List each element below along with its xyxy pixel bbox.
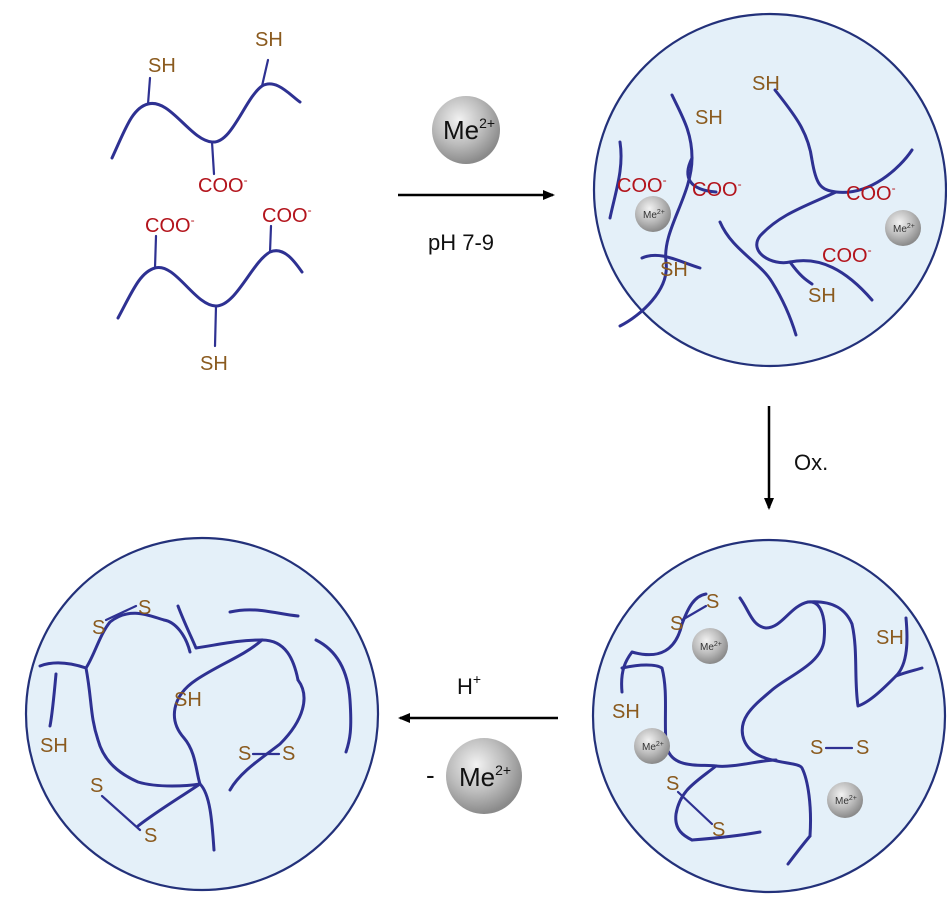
polymer-chain xyxy=(738,596,826,838)
polymer-chain xyxy=(84,611,192,670)
complexation-step: Me2+ pH 7-9 xyxy=(398,96,555,255)
polymer-chain xyxy=(48,672,58,728)
metal-ion-label: Me2+ xyxy=(835,795,857,807)
crosslinked-metal-particle: S S SH SH S S S S Me2+ Me2+ Me2+ xyxy=(591,538,947,894)
polymer-chain-upper xyxy=(110,82,302,160)
disulfide-bond xyxy=(104,604,138,622)
disulfide-bond xyxy=(676,790,714,826)
metal-ion-label: Me2+ xyxy=(700,641,722,653)
disulfide-s: S xyxy=(138,597,151,619)
disulfide-bond xyxy=(100,794,142,832)
polymer-chain xyxy=(136,782,202,828)
thiol-label: SH xyxy=(200,353,228,375)
polymer-chain xyxy=(786,834,812,866)
metal-ion-sphere xyxy=(446,738,522,814)
disulfide-s: S xyxy=(144,825,157,847)
carboxylate-bond xyxy=(268,224,273,254)
metal-ion-label: Me2+ xyxy=(459,762,511,792)
metal-ion-label: Me2+ xyxy=(642,741,664,753)
carboxylate-label: COO- xyxy=(198,173,248,197)
polymer-chain xyxy=(690,830,762,842)
polymer-chain xyxy=(176,604,300,682)
particle-sphere xyxy=(592,12,947,368)
demetalation-step: H+ - Me2+ xyxy=(398,671,558,814)
thiol-label: SH xyxy=(876,627,904,649)
polymer-chain xyxy=(618,93,694,328)
disulfide-s: S xyxy=(666,773,679,795)
ph-condition-label: pH 7-9 xyxy=(428,230,494,255)
proton-label: H+ xyxy=(457,671,481,699)
thiol-label: SH xyxy=(148,55,176,77)
polymer-chain xyxy=(640,253,702,270)
metal-ion-label: Me2+ xyxy=(443,115,495,145)
disulfide-s: S xyxy=(238,743,251,765)
carboxylate-label: COO- xyxy=(145,213,195,237)
metal-ion-sphere xyxy=(885,210,921,246)
disulfide-s: S xyxy=(856,737,869,759)
thiol-bond xyxy=(213,304,218,348)
thiol-label: SH xyxy=(660,259,688,281)
disulfide-s: S xyxy=(282,743,295,765)
polymer-chain xyxy=(773,88,914,194)
metal-ion-label: Me2+ xyxy=(643,209,665,221)
disulfide-s: S xyxy=(90,775,103,797)
disulfide-s: S xyxy=(712,819,725,841)
carboxylate-label: COO- xyxy=(846,181,896,205)
polymer-chain xyxy=(228,678,306,792)
particle-sphere xyxy=(24,536,380,892)
thiol-bond xyxy=(146,76,152,106)
metal-ion-sphere xyxy=(432,96,500,164)
thiol-label: SH xyxy=(808,285,836,307)
polymer-chain xyxy=(755,190,874,302)
thiol-label: SH xyxy=(612,701,640,723)
free-polymer-chains: SH SH COO- COO- COO- SH xyxy=(110,29,312,375)
carboxylate-label: COO- xyxy=(617,173,667,197)
oxidation-label: Ox. xyxy=(794,450,828,475)
thiol-label: SH xyxy=(174,689,202,711)
polymer-chain xyxy=(718,220,798,337)
thiol-label: SH xyxy=(40,735,68,757)
polymer-chain xyxy=(608,140,623,220)
metal-ion-label: Me2+ xyxy=(893,223,915,235)
disulfide-s: S xyxy=(92,617,105,639)
disulfide-s: S xyxy=(810,737,823,759)
polymer-chain xyxy=(894,666,924,678)
crosslinked-particle: S S SH SH S S S S xyxy=(24,536,380,892)
metal-ion-sphere xyxy=(634,728,670,764)
thiol-label: SH xyxy=(695,107,723,129)
disulfide-bond xyxy=(680,604,708,622)
oxidation-step: Ox. xyxy=(764,406,828,510)
metal-ion-sphere xyxy=(635,196,671,232)
polymer-chain xyxy=(674,764,718,842)
thiol-label: SH xyxy=(752,73,780,95)
minus-sign: - xyxy=(426,760,435,790)
polymer-chain xyxy=(38,661,216,852)
polymer-chain xyxy=(173,638,264,786)
carboxylate-label: COO- xyxy=(822,243,872,267)
polymer-chain xyxy=(686,156,718,194)
metal-ion-sphere xyxy=(827,782,863,818)
carboxylate-bond xyxy=(153,234,158,270)
carboxylate-label: COO- xyxy=(262,203,312,227)
thiol-bond xyxy=(260,58,270,88)
carboxylate-label: COO- xyxy=(692,177,742,201)
polymer-chain xyxy=(228,608,300,618)
polymer-chain xyxy=(806,600,909,708)
thiol-label: SH xyxy=(255,29,283,51)
disulfide-s: S xyxy=(706,591,719,613)
disulfide-s: S xyxy=(670,613,683,635)
polymer-chain xyxy=(314,638,353,754)
particle-sphere xyxy=(591,538,947,894)
polymer-chain-lower xyxy=(116,249,304,320)
metal-ion-sphere xyxy=(692,628,728,664)
carboxylate-bond xyxy=(210,140,216,176)
complexed-particle: SH SH COO- COO- COO- COO- SH SH Me2+ Me2… xyxy=(592,12,947,368)
polymer-chain xyxy=(788,260,814,286)
